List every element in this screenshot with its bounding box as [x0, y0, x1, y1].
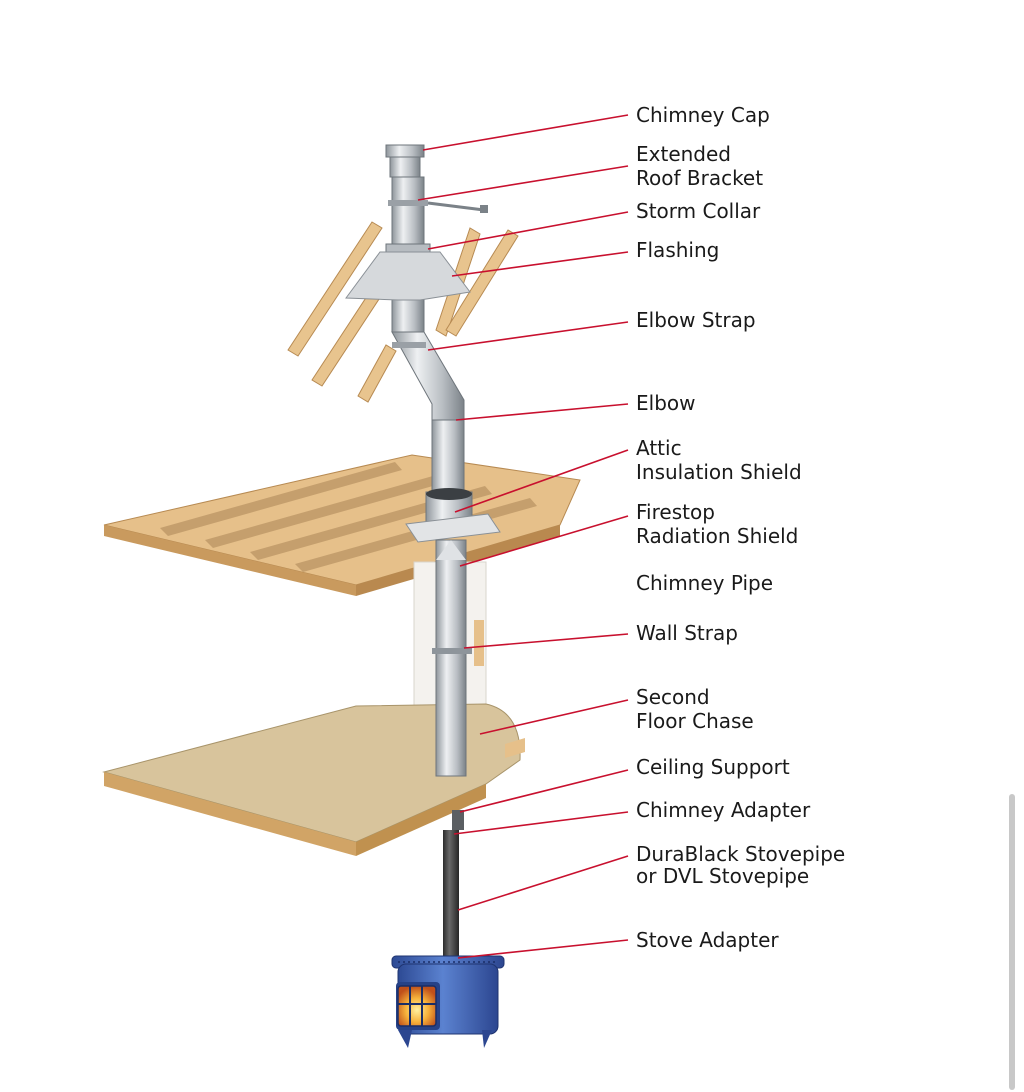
label-elbow-strap: Elbow Strap	[636, 308, 756, 332]
label-chimney-adapter: Chimney Adapter	[636, 798, 811, 822]
second-floor-board	[102, 703, 525, 856]
label-wall-strap: Wall Strap	[636, 621, 738, 645]
label-extended-roof-bracket-line2: Roof Bracket	[636, 166, 763, 190]
leader-second-floor-chase	[479, 699, 629, 735]
label-extended-roof-bracket-line1: Extended	[636, 142, 731, 166]
leader-firestop-radiation-shield	[459, 515, 629, 567]
label-chimney-cap: Chimney Cap	[636, 103, 770, 127]
label-durablack-stovepipe: DuraBlack Stovepipe or DVL Stovepipe	[636, 842, 852, 888]
leader-durablack-stovepipe	[457, 855, 629, 911]
attic-floor-joists	[103, 454, 581, 596]
label-attic-insulation-shield-line2: Insulation Shield	[636, 460, 802, 484]
label-firestop-radiation-shield-line2: Radiation Shield	[636, 524, 798, 548]
leader-stove-adapter	[457, 939, 629, 959]
label-flashing: Flashing	[636, 238, 719, 262]
leader-extended-roof-bracket	[417, 165, 629, 201]
label-ceiling-support: Ceiling Support	[636, 755, 790, 779]
wood-stove	[391, 955, 505, 1048]
label-chimney-pipe: Chimney Pipe	[636, 571, 773, 595]
label-second-floor-chase-line2: Floor Chase	[636, 709, 754, 733]
label-durablack-stovepipe-line1: DuraBlack Stovepipe	[636, 842, 845, 866]
leader-flashing	[451, 251, 629, 277]
label-attic-insulation-shield: Attic Insulation Shield	[636, 436, 802, 484]
leader-ceiling-support	[459, 769, 629, 813]
vertical-scrollbar[interactable]	[1009, 794, 1015, 1090]
label-extended-roof-bracket: Extended Roof Bracket	[636, 142, 763, 190]
label-attic-insulation-shield-line1: Attic	[636, 436, 682, 460]
label-stove-adapter: Stove Adapter	[636, 928, 779, 952]
leader-lines	[417, 114, 629, 959]
label-second-floor-chase: Second Floor Chase	[636, 685, 754, 733]
leader-storm-collar	[427, 211, 629, 250]
label-elbow: Elbow	[636, 391, 695, 415]
labels: Chimney Cap Extended Roof Bracket Storm …	[636, 103, 852, 952]
label-firestop-radiation-shield-line1: Firestop	[636, 500, 715, 524]
leader-attic-insulation-shield	[454, 449, 629, 513]
leader-elbow-strap	[427, 321, 629, 351]
label-firestop-radiation-shield: Firestop Radiation Shield	[636, 500, 798, 548]
leader-elbow	[455, 403, 629, 421]
chimney-pipe-assembly	[345, 144, 501, 962]
leader-chimney-adapter	[453, 811, 629, 835]
label-second-floor-chase-line1: Second	[636, 685, 710, 709]
leader-wall-strap	[463, 633, 629, 649]
label-storm-collar: Storm Collar	[636, 199, 761, 223]
leader-chimney-cap	[422, 114, 629, 151]
label-durablack-stovepipe-line2: or DVL Stovepipe	[636, 864, 809, 888]
